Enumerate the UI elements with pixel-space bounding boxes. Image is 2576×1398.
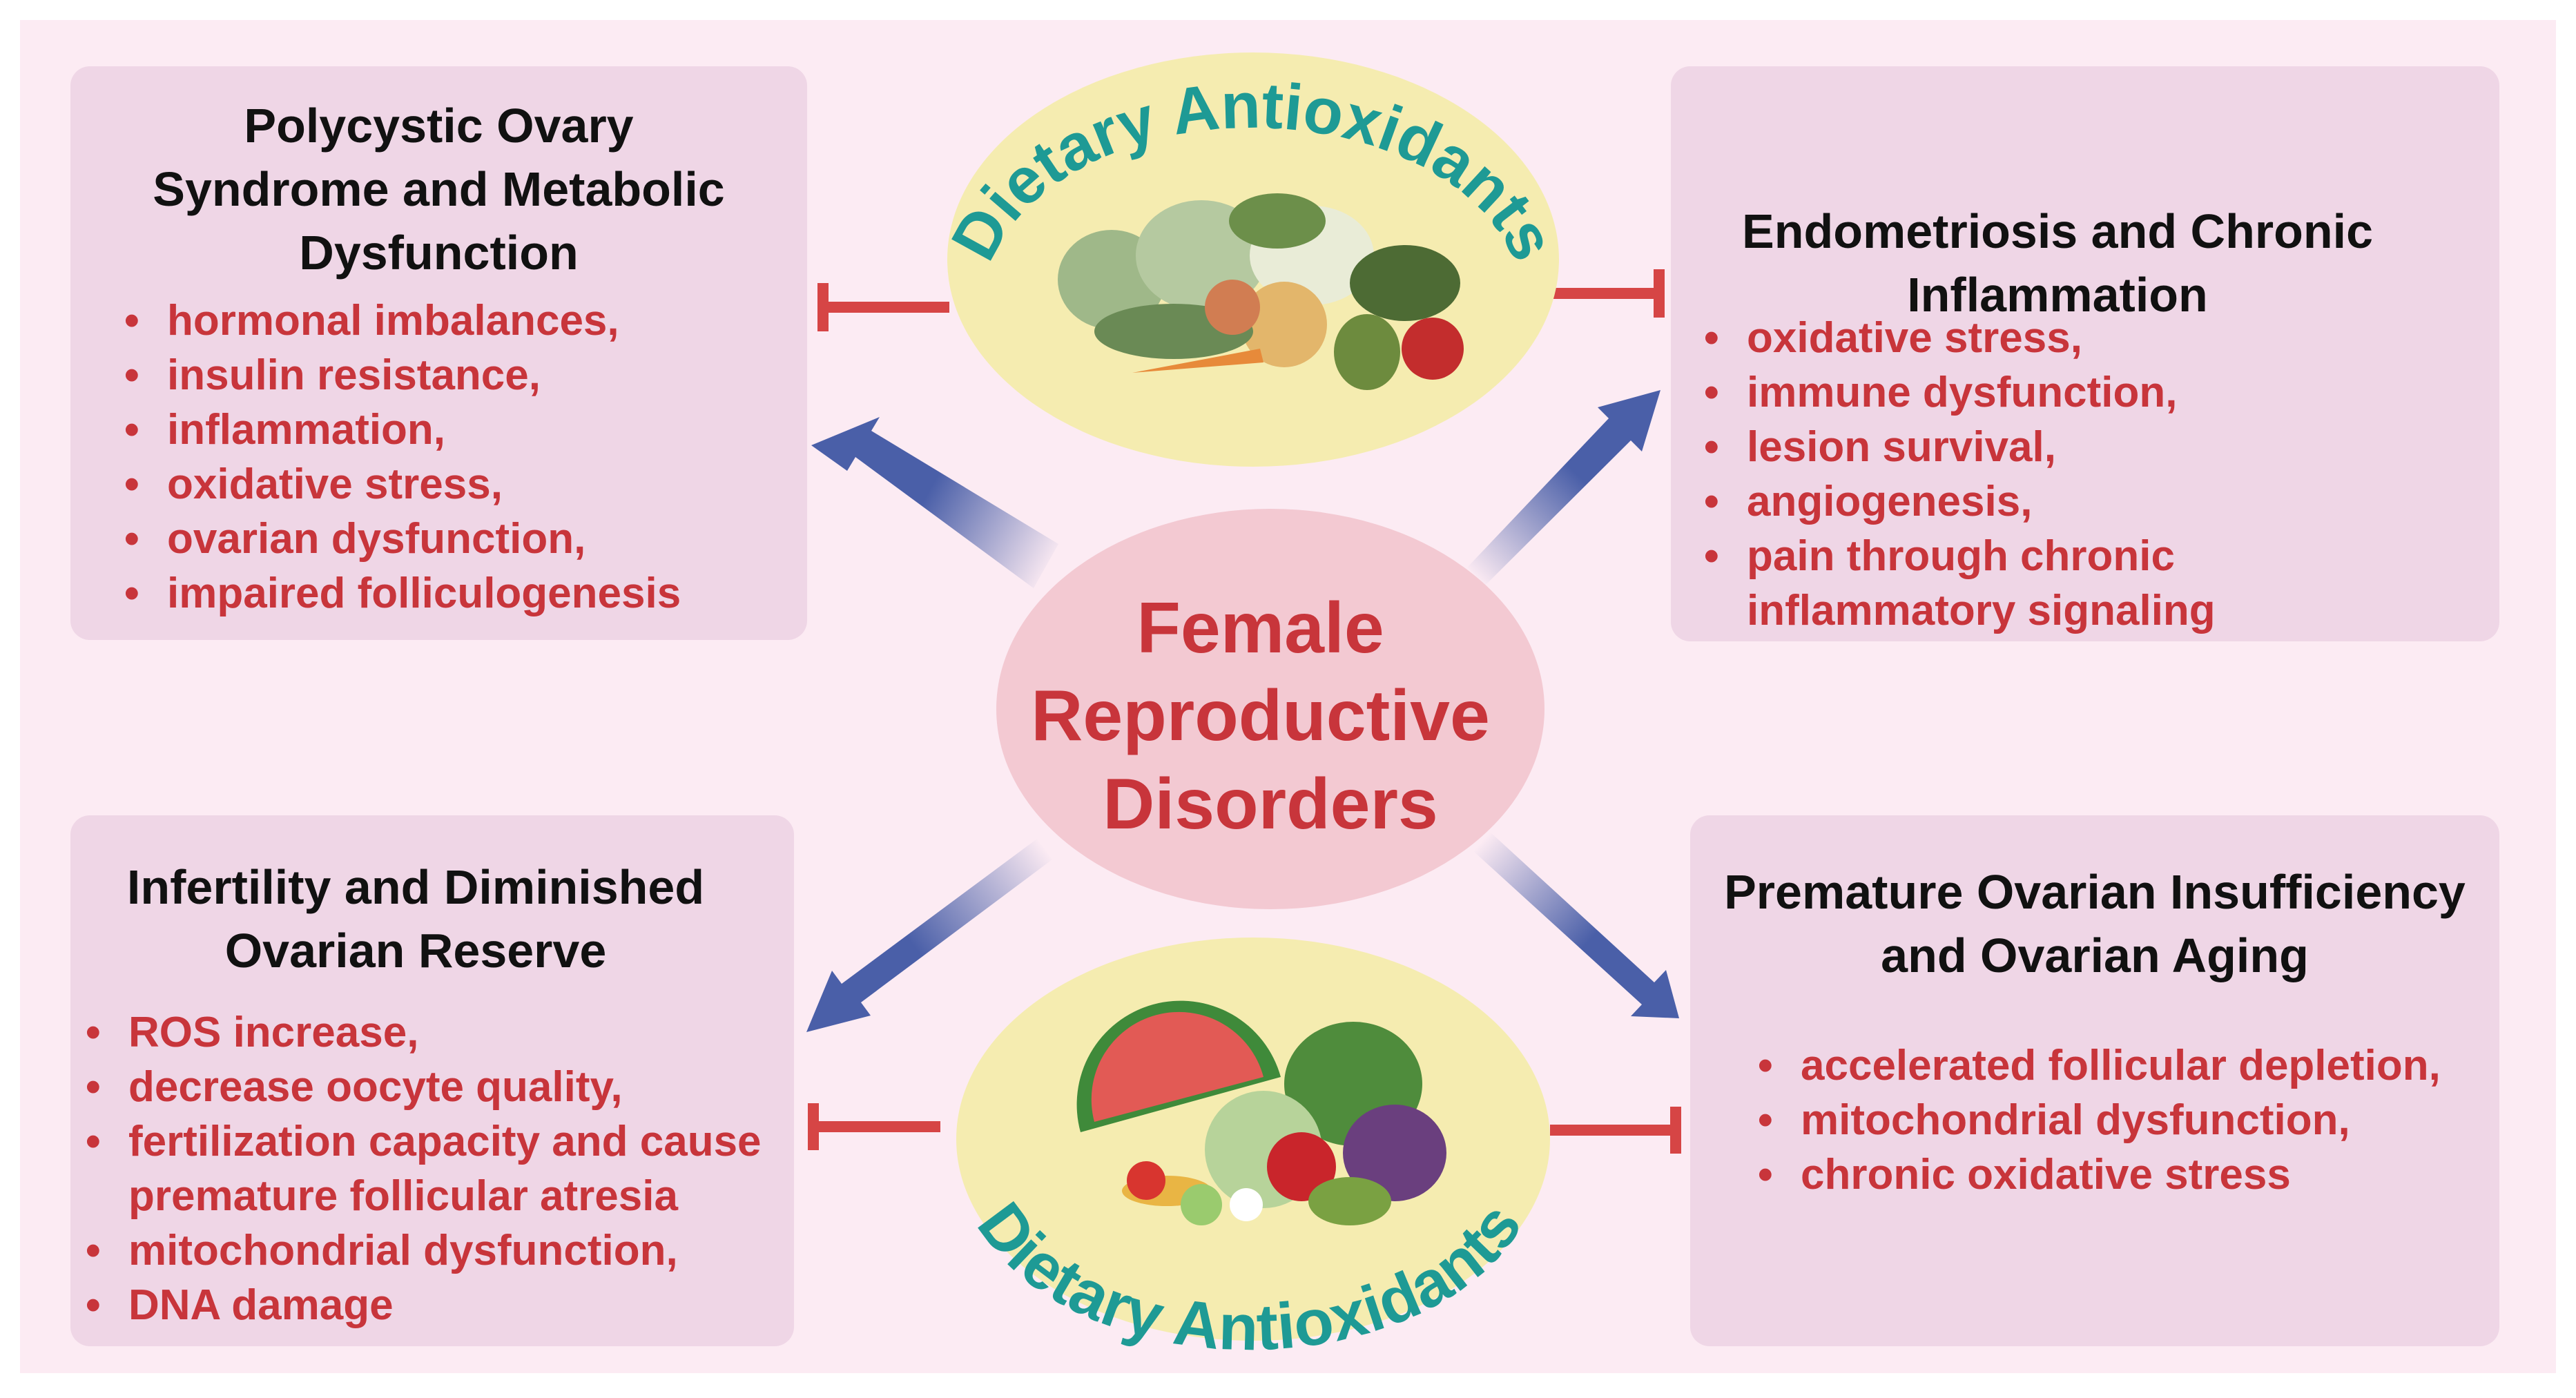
list-item: mitochondrial dysfunction,	[86, 1223, 762, 1278]
infertility-title-line: Infertility and Diminished	[126, 860, 705, 914]
center-node	[996, 509, 1544, 909]
list-item: lesion survival,	[1704, 420, 2216, 474]
arrow-to-endometriosis	[1467, 390, 1660, 585]
endometriosis-box: Endometriosis and Chronic Inflammation o…	[1671, 66, 2499, 641]
pcos-title: Polycystic Ovary Syndrome and Metabolic …	[70, 94, 807, 284]
pcos-box: Polycystic Ovary Syndrome and Metabolic …	[70, 66, 807, 640]
pcos-title-line: Polycystic Ovary	[244, 99, 634, 153]
list-item: hormonal imbalances,	[124, 293, 681, 348]
arrow-to-poi	[1473, 832, 1679, 1018]
arrow-to-pcos	[811, 417, 1058, 588]
list-item: premature follicular atresia	[128, 1172, 678, 1220]
poi-title: Premature Ovarian Insufficiency and Ovar…	[1690, 860, 2499, 987]
list-item: angiogenesis,	[1704, 474, 2216, 529]
produce-basket-illustration-top	[1058, 193, 1464, 390]
list-item: inflammation,	[124, 402, 681, 457]
infertility-title-line: Ovarian Reserve	[224, 924, 607, 978]
list-item: mitochondrial dysfunction,	[1758, 1093, 2441, 1147]
produce-basket-illustration-bottom	[1076, 1000, 1446, 1225]
center-title-line2: Reproductive	[1031, 676, 1490, 756]
center-title-line1: Female	[1136, 588, 1384, 668]
list-item: fertilization capacity and cause	[86, 1114, 762, 1169]
svg-text:Female Reproductive: Female Reproductive Disorders	[1031, 588, 1509, 844]
infertility-box: Infertility and Diminished Ovarian Reser…	[70, 815, 794, 1346]
list-item: chronic oxidative stress	[1758, 1147, 2441, 1202]
pcos-title-line: Dysfunction	[299, 226, 579, 280]
list-item: immune dysfunction,	[1704, 365, 2216, 420]
inhibit-infertility	[808, 1103, 940, 1150]
list-item: oxidative stress,	[1704, 311, 2216, 365]
arrow-to-infertility	[806, 839, 1052, 1032]
inhibit-pcos	[817, 283, 949, 331]
list-item: pain through chronic	[1704, 529, 2216, 583]
endometriosis-list: oxidative stress, immune dysfunction, le…	[1704, 311, 2216, 638]
inhibit-endometriosis	[1536, 269, 1665, 318]
poi-title-line: and Ovarian Aging	[1881, 929, 2309, 982]
list-item: oxidative stress,	[124, 457, 681, 512]
pcos-list: hormonal imbalances, insulin resistance,…	[124, 293, 681, 621]
poi-title-line: Premature Ovarian Insufficiency	[1724, 865, 2466, 919]
inhibit-poi	[1550, 1107, 1681, 1154]
poi-list: accelerated follicular depletion, mitoch…	[1758, 1038, 2441, 1202]
endometriosis-title: Endometriosis and Chronic Inflammation	[1671, 200, 2444, 327]
list-item: inflammatory signaling	[1747, 587, 2216, 634]
list-item: ROS increase,	[86, 1005, 762, 1060]
list-item: ovarian dysfunction,	[124, 512, 681, 566]
center-title-line3: Disorders	[1103, 764, 1438, 844]
list-item: DNA damage	[86, 1278, 762, 1332]
poi-box: Premature Ovarian Insufficiency and Ovar…	[1690, 815, 2499, 1346]
list-item: insulin resistance,	[124, 348, 681, 402]
endometriosis-title-line: Endometriosis and Chronic	[1742, 204, 2373, 258]
infertility-list: ROS increase, decrease oocyte quality, f…	[86, 1005, 762, 1332]
list-item: decrease oocyte quality,	[86, 1060, 762, 1114]
pcos-title-line: Syndrome and Metabolic	[153, 162, 725, 216]
list-item: accelerated follicular depletion,	[1758, 1038, 2441, 1093]
infertility-title: Infertility and Diminished Ovarian Reser…	[70, 855, 761, 982]
list-item: impaired folliculogenesis	[124, 566, 681, 621]
